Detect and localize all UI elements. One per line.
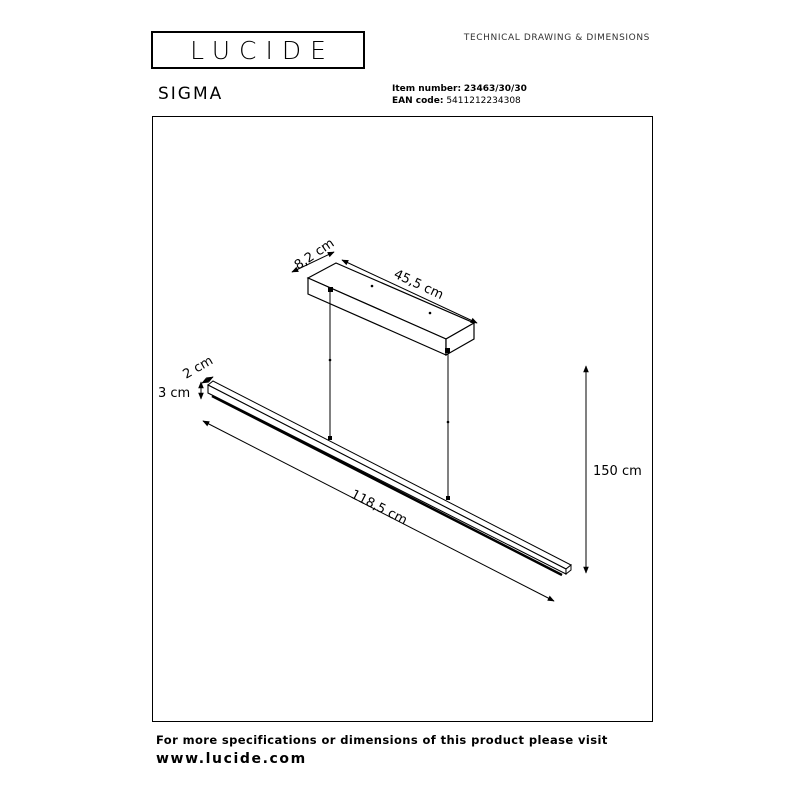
brand-logo: LUCIDE [151, 31, 365, 69]
footer-info-text: For more specifications or dimensions of… [156, 733, 608, 747]
ean-code-label: EAN code: [392, 96, 444, 106]
product-name: SIGMA [158, 84, 224, 104]
document-type: TECHNICAL DRAWING & DIMENSIONS [463, 33, 650, 43]
drawing-frame [152, 116, 653, 722]
footer-website-link[interactable]: www.lucide.com [156, 751, 307, 767]
light-bar [207, 380, 572, 577]
item-number-label: Item number: [392, 84, 462, 94]
canopy [306, 262, 476, 357]
bar-height-label: 3 cm [158, 386, 190, 401]
ean-code-value: 5411212234308 [446, 96, 521, 106]
brand-logo-text: LUCIDE [190, 35, 335, 65]
dimension-lines [198, 251, 589, 602]
product-meta: Item number: 23463/30/30 EAN code: 54112… [392, 83, 527, 107]
item-number-value: 23463/30/30 [463, 84, 527, 94]
ean-code-row: EAN code: 5411212234308 [392, 95, 527, 107]
item-number-row: Item number: 23463/30/30 [392, 83, 527, 95]
total-height-label: 150 cm [593, 464, 642, 479]
